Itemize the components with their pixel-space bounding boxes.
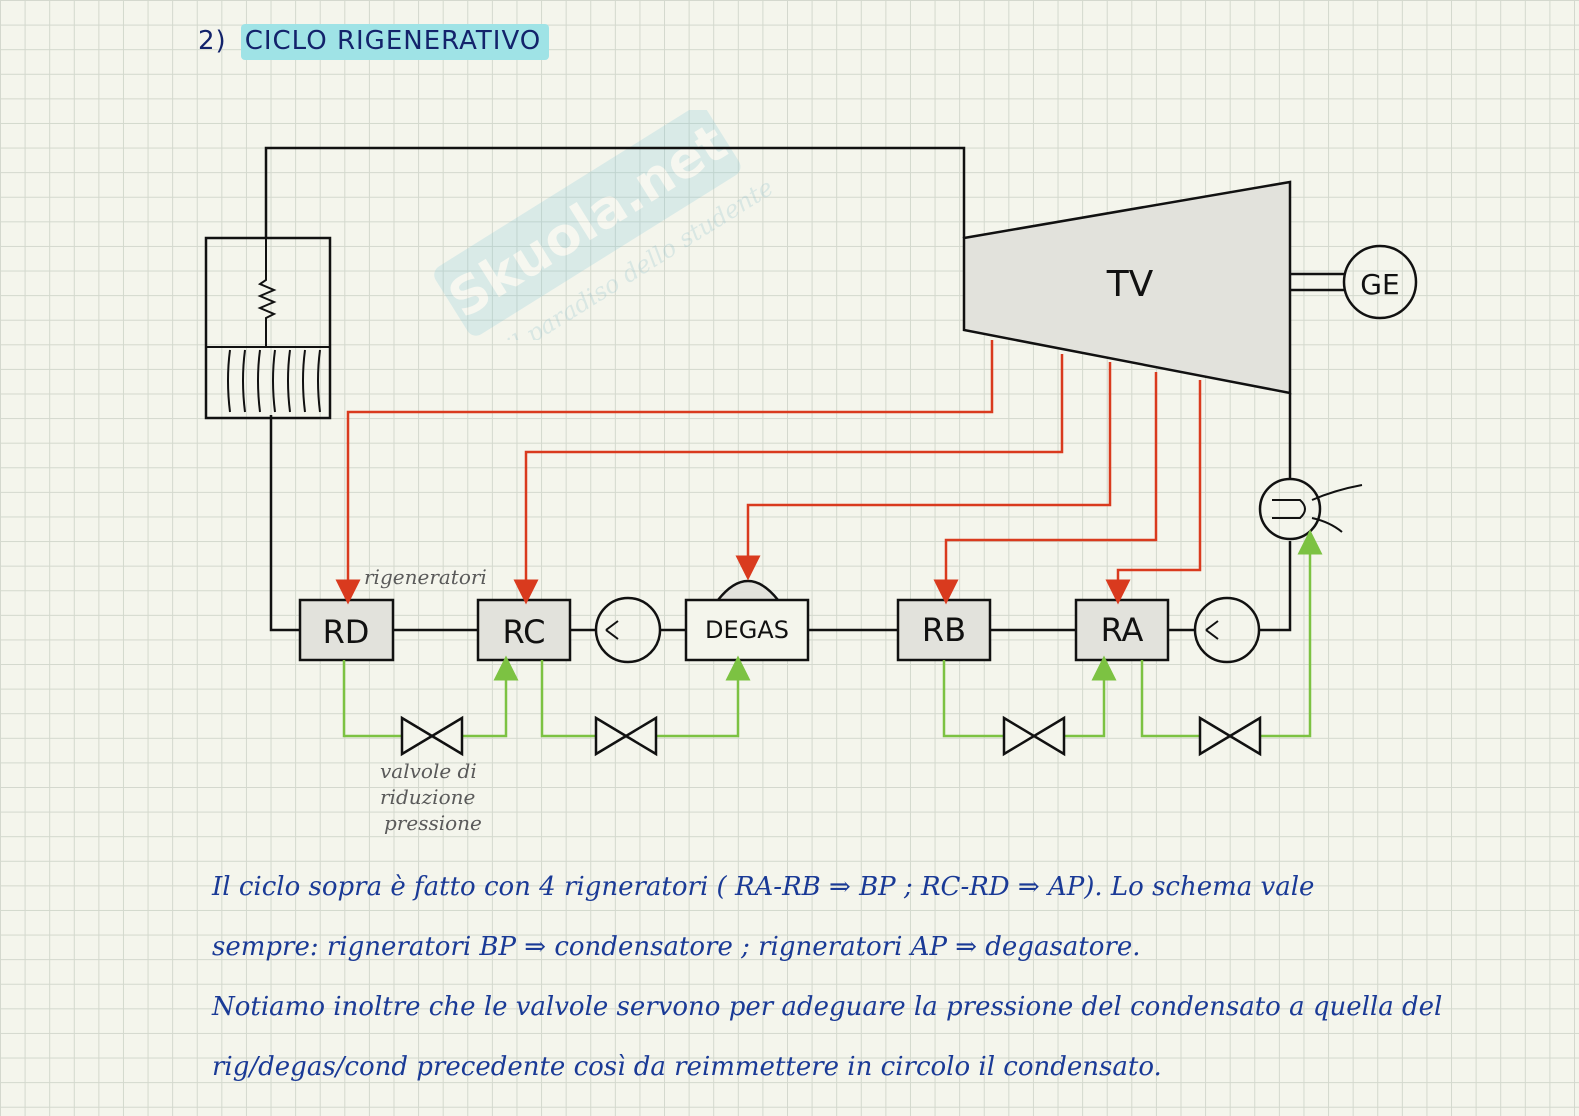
- condenser: [1258, 477, 1363, 541]
- pressure-reducing-valves: [400, 715, 1262, 757]
- bleed-to-rd: [335, 340, 994, 605]
- main-circuit-lines: [264, 146, 1292, 632]
- valve-icon: [594, 715, 658, 757]
- deaerator-label: DEGAS: [705, 616, 789, 644]
- regenerator-box: [476, 598, 572, 662]
- valves-note-line1: valvole di: [380, 759, 477, 783]
- pump-arrow-icon: [1205, 620, 1219, 640]
- deaerator: DEGAS: [684, 579, 810, 662]
- regenerator-label: RB: [922, 611, 966, 649]
- regenerator-rc: RC: [476, 598, 572, 662]
- turbine-body: [962, 180, 1292, 395]
- generator-circle: [1342, 244, 1418, 320]
- section-heading: 2) CICLO RIGENERATIVO: [198, 24, 550, 60]
- condensate-drain-lines: [342, 542, 1310, 738]
- evaporator-tubes-icon: [227, 349, 321, 413]
- regenerators-note: rigeneratori: [364, 565, 487, 589]
- bleed-to-degas: [735, 362, 1112, 581]
- paragraph-line-4: rig/degas/cond precedente così da reimme…: [212, 1052, 1162, 1082]
- drain-rb-to-ra: [942, 660, 1104, 738]
- regenerator-label: RD: [323, 613, 370, 651]
- cooling-water-in-line: [1311, 484, 1363, 501]
- heading-title: CICLO RIGENERATIVO: [240, 24, 550, 60]
- feedwater-return-line: [269, 415, 300, 632]
- condenser-circle: [1258, 477, 1322, 541]
- drain-ra-to-condenser: [1140, 542, 1310, 738]
- steam-bleed-lines: [335, 340, 1202, 605]
- pump-low-pressure: [1193, 596, 1261, 664]
- drain-rd-to-rc: [342, 660, 506, 738]
- pump-circle: [1193, 596, 1261, 664]
- paragraph-line-1: Il ciclo sopra è fatto con 4 rigneratori…: [212, 872, 1315, 902]
- steam-turbine: TV: [962, 180, 1292, 395]
- cooling-water-out-line: [1311, 517, 1343, 533]
- condenser-coil-icon: [1272, 499, 1306, 519]
- superheater-coil-icon: [257, 238, 277, 347]
- heading-number: 2): [198, 26, 227, 56]
- paragraph-line-2: sempre: rigneratori BP ⇒ condensatore ; …: [212, 932, 1141, 962]
- regenerator-box: [1074, 598, 1170, 662]
- paragraph-line-3: Notiamo inoltre che le valvole servono p…: [212, 992, 1443, 1022]
- valves-note-line2: riduzione: [380, 785, 475, 809]
- regenerator-rd: RD: [298, 598, 395, 662]
- turbine-label: TV: [1106, 264, 1154, 305]
- boiler-body: [204, 236, 332, 420]
- deaerator-box: [684, 598, 810, 662]
- generator-label: GE: [1360, 268, 1399, 301]
- bleed-to-rb: [933, 372, 1158, 605]
- regenerator-ra: RA: [1074, 598, 1170, 662]
- regenerator-label: RA: [1101, 611, 1144, 649]
- valves-note-line3: pressione: [384, 811, 482, 835]
- bleed-to-rc: [513, 354, 1064, 605]
- pump-arrow-icon: [605, 620, 619, 640]
- valve-icon: [1198, 715, 1262, 757]
- regenerator-rb: RB: [896, 598, 992, 662]
- bleed-to-ra: [1105, 380, 1202, 605]
- generator-assembly: GE: [1290, 244, 1418, 320]
- regenerator-box: [896, 598, 992, 662]
- line-pump-condenser: [1259, 541, 1292, 632]
- valve-icon: [400, 715, 464, 757]
- pump-high-pressure: [594, 596, 662, 664]
- live-steam-line: [264, 146, 966, 238]
- boiler: [204, 236, 332, 420]
- valve-icon: [1002, 715, 1066, 757]
- pump-circle: [594, 596, 662, 664]
- drain-rc-to-degas: [540, 660, 738, 738]
- deaerator-dome: [717, 579, 779, 601]
- regenerator-label: RC: [503, 613, 546, 651]
